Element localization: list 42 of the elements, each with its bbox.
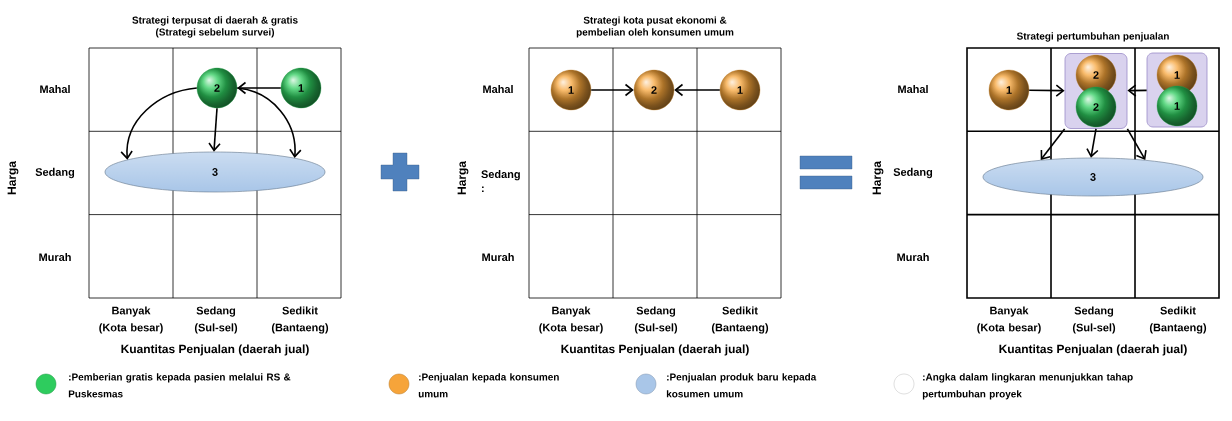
arrow bbox=[1127, 84, 1148, 97]
row-label: Murah bbox=[39, 253, 71, 262]
arrow bbox=[1086, 128, 1099, 158]
row-label: Murah bbox=[897, 253, 929, 262]
row-label: Mahal bbox=[483, 85, 513, 94]
row-label: Murah bbox=[482, 253, 514, 262]
legend-text: :Penjualan produk baru kepada kosumen umum bbox=[666, 373, 817, 398]
row-label: Sedang bbox=[35, 167, 75, 179]
column-label: Banyak (Kota besar) bbox=[99, 306, 163, 334]
axis-title: Kuantitas Penjualan (daerah jual) bbox=[121, 344, 309, 356]
row-label: Mahal bbox=[40, 85, 70, 94]
row-label: Sedang : bbox=[481, 170, 520, 192]
arrow bbox=[1028, 84, 1065, 97]
legend-text: :Pemberian gratis kepada pasien melalui RS & Puskesmas bbox=[68, 373, 291, 398]
column-label: Sedikit (Bantaeng) bbox=[711, 306, 769, 334]
column-label: Sedikit (Bantaeng) bbox=[271, 306, 329, 334]
arrow bbox=[1040, 128, 1066, 160]
arrow bbox=[590, 83, 634, 97]
column-label: Sedang (Sul-sel) bbox=[194, 306, 238, 334]
arrow bbox=[236, 87, 302, 158]
row-label: Sedang bbox=[893, 167, 933, 179]
panel-title: Strategi kota pusat ekonomi & pembelian oleh konsumen umum bbox=[576, 16, 734, 38]
legend-text: :Penjualan kepada konsumen umum bbox=[418, 373, 559, 398]
column-label: Sedang (Sul-sel) bbox=[634, 306, 678, 334]
column-label: Banyak (Kota besar) bbox=[539, 306, 603, 334]
arrow bbox=[120, 87, 198, 160]
axis-title: Harga bbox=[7, 161, 19, 195]
row-label: Mahal bbox=[898, 85, 928, 94]
column-label: Sedikit (Bantaeng) bbox=[1149, 306, 1207, 334]
column-label: Sedang (Sul-sel) bbox=[1072, 306, 1116, 334]
arrow bbox=[237, 81, 282, 95]
axis-title: Harga bbox=[457, 161, 469, 195]
arrow bbox=[1126, 128, 1147, 160]
column-label: Banyak (Kota besar) bbox=[977, 306, 1041, 334]
legend-text: :Angka dalam lingkaran menunjukkan tahap pertumbuhan proyek bbox=[922, 373, 1133, 400]
panel-title: Strategi terpusat di daerah & gratis (Strategi sebelum survei) bbox=[132, 16, 298, 38]
arrow bbox=[208, 107, 221, 152]
axis-title: Harga bbox=[872, 161, 884, 195]
axis-title: Kuantitas Penjualan (daerah jual) bbox=[999, 344, 1187, 356]
axis-title: Kuantitas Penjualan (daerah jual) bbox=[561, 344, 749, 356]
panel-title: Strategi pertumbuhan penjualan bbox=[1016, 32, 1169, 42]
arrow bbox=[674, 83, 721, 97]
